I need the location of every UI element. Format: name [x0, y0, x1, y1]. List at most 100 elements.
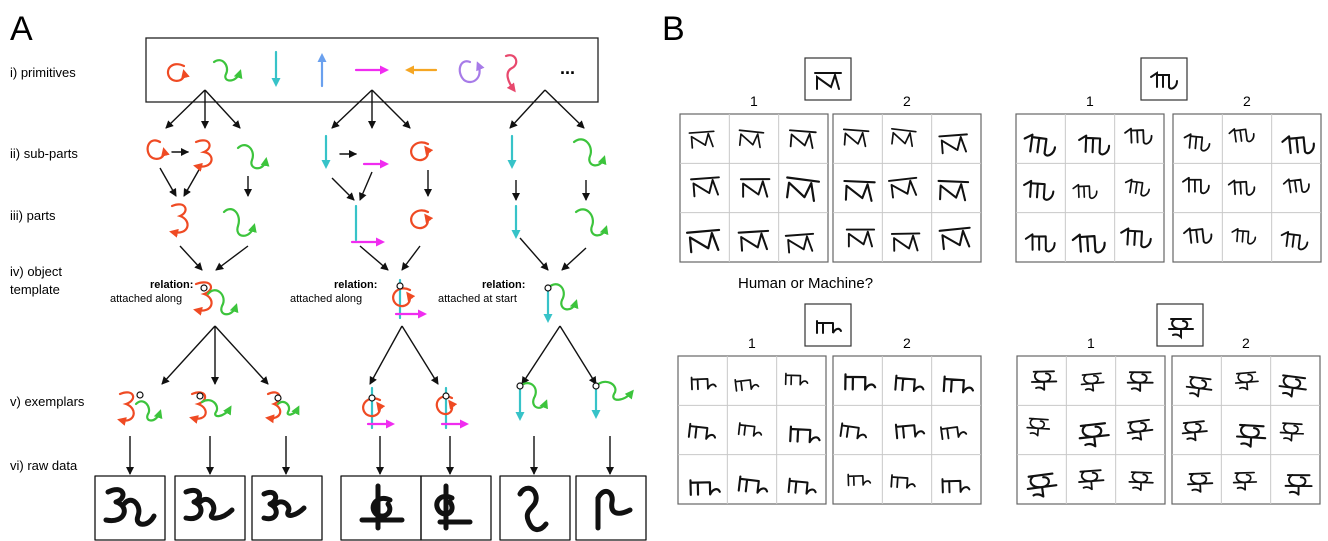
handwritten-sample — [1183, 227, 1213, 244]
handwritten-sample — [1120, 227, 1152, 249]
relation-heading-1: relation: — [150, 279, 193, 291]
level-exemplars: v) exemplars — [10, 394, 85, 409]
raw-data-row — [94, 475, 647, 541]
handwritten-sample — [687, 422, 717, 440]
handwritten-sample — [738, 129, 765, 149]
sample-grid-1 — [1016, 355, 1166, 505]
handwritten-sample — [845, 228, 876, 248]
handwritten-sample — [1030, 370, 1058, 391]
handwritten-sample — [1080, 372, 1105, 392]
exemplars-row — [117, 380, 634, 430]
handwritten-sample — [784, 232, 815, 254]
reference-character-glyph — [1168, 318, 1194, 340]
sub-parts-row — [146, 134, 607, 172]
handwritten-sample — [1026, 472, 1058, 498]
handwritten-sample — [891, 128, 917, 148]
primitive-pink-curl — [504, 54, 518, 93]
grid-label-1: 1 — [750, 93, 758, 109]
reference-character-box — [804, 57, 852, 101]
handwritten-sample — [787, 477, 817, 495]
relation-label-2: attached along — [290, 293, 362, 305]
reference-character-glyph — [816, 320, 842, 334]
primitive-ellipsis: ... — [560, 58, 575, 78]
handwritten-sample — [938, 226, 971, 251]
handwritten-sample — [1234, 371, 1259, 391]
handwritten-sample — [1281, 135, 1315, 155]
level-sub-parts: ii) sub-parts — [10, 146, 78, 161]
grid-label-1: 1 — [1087, 335, 1095, 351]
handwritten-sample — [688, 130, 715, 149]
relation-heading-2: relation: — [334, 279, 377, 291]
reference-character-glyph — [814, 71, 842, 90]
handwritten-sample — [1078, 469, 1105, 491]
level-object: iv) object — [10, 264, 62, 279]
handwritten-sample — [839, 422, 868, 440]
handwritten-sample — [894, 374, 925, 393]
handwritten-sample — [734, 379, 760, 392]
handwritten-sample — [1235, 423, 1267, 448]
human-or-machine-question: Human or Machine? — [738, 275, 873, 292]
reference-character-box — [804, 303, 852, 347]
handwritten-sample — [1282, 178, 1310, 194]
handwritten-sample — [847, 473, 872, 487]
handwritten-sample — [1187, 472, 1214, 493]
handwritten-sample — [1124, 127, 1153, 145]
handwritten-sample — [689, 479, 721, 496]
handwritten-sample — [784, 372, 809, 386]
handwritten-sample — [937, 179, 970, 202]
relation-label-1: attached along — [110, 293, 182, 305]
handwritten-sample — [685, 228, 721, 254]
handwritten-sample — [888, 176, 918, 199]
handwritten-sample — [1078, 134, 1111, 156]
handwritten-sample — [739, 178, 771, 198]
handwritten-sample — [1232, 471, 1258, 491]
level-parts: iii) parts — [10, 208, 56, 223]
handwritten-sample — [890, 474, 916, 489]
handwritten-sample — [789, 425, 821, 444]
handwritten-sample — [1228, 128, 1255, 143]
level-template: template — [10, 282, 60, 297]
reference-character-glyph — [1150, 71, 1178, 90]
handwritten-sample — [1023, 179, 1055, 201]
handwritten-sample — [1124, 178, 1151, 197]
handwritten-sample — [1126, 418, 1154, 441]
handwritten-sample — [1185, 375, 1213, 398]
handwritten-sample — [1231, 228, 1257, 245]
grid-label-2: 2 — [903, 335, 911, 351]
object-templates — [193, 278, 579, 323]
handwritten-sample — [1023, 133, 1057, 157]
handwritten-sample — [941, 478, 971, 494]
handwritten-sample — [786, 176, 821, 202]
handwritten-sample — [1227, 179, 1256, 196]
grid-label-2: 2 — [903, 93, 911, 109]
grid-label-1: 1 — [1086, 93, 1094, 109]
primitive-red-hook — [166, 63, 190, 82]
handwritten-sample — [844, 373, 877, 391]
relation-heading-3: relation: — [482, 279, 525, 291]
handwritten-sample — [1126, 371, 1154, 392]
parts-row — [169, 203, 609, 247]
level-primitives: i) primitives — [10, 65, 76, 80]
panel-b-letter: B — [662, 10, 685, 48]
handwritten-sample — [737, 422, 763, 437]
handwritten-sample — [894, 423, 926, 440]
relation-label-3: attached at start — [438, 293, 517, 305]
tree-arrows — [126, 89, 614, 475]
handwritten-sample — [1071, 233, 1106, 254]
primitives-row — [166, 50, 518, 93]
handwritten-sample — [1278, 374, 1307, 398]
handwritten-sample — [843, 179, 876, 202]
sample-grid-2 — [1171, 355, 1321, 505]
level-raw-data: vi) raw data — [10, 458, 78, 473]
handwritten-sample — [938, 133, 968, 155]
handwritten-sample — [1284, 474, 1313, 496]
handwritten-sample — [942, 375, 974, 394]
primitive-green-wave — [212, 59, 243, 82]
handwritten-sample — [1279, 422, 1305, 442]
handwritten-sample — [737, 475, 769, 494]
panel-a-letter: A — [10, 10, 33, 48]
handwritten-sample — [1078, 422, 1110, 448]
